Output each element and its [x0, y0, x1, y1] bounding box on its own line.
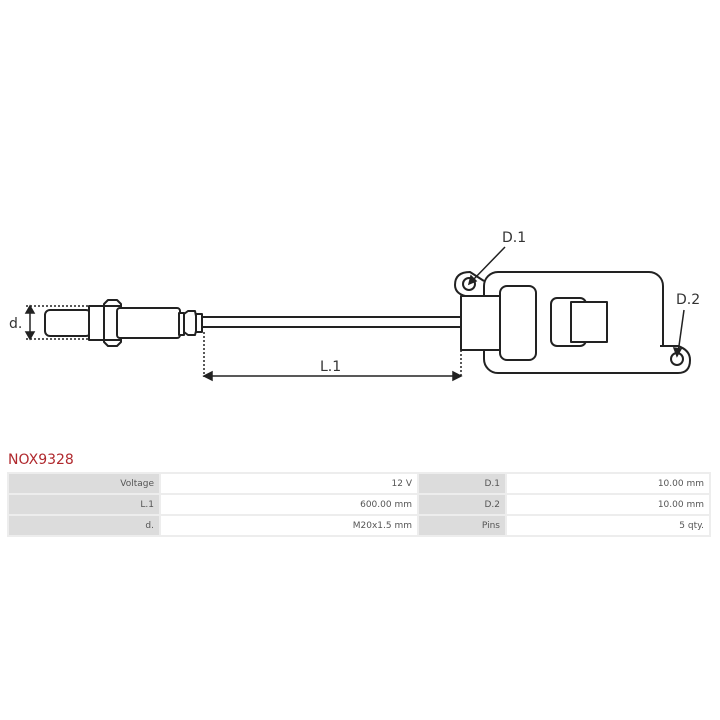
dimension-label-d1: D.1 — [502, 230, 526, 246]
part-number-title: NOX9328 — [8, 452, 74, 468]
spec-label: Pins — [419, 516, 505, 535]
spec-label: Voltage — [9, 474, 159, 493]
spec-value: 600.00 mm — [161, 495, 417, 514]
dimension-label-d: d. — [9, 316, 22, 332]
spec-value: 5 qty. — [507, 516, 709, 535]
spec-label: D.1 — [419, 474, 505, 493]
table-row: Voltage 12 V D.1 10.00 mm — [9, 474, 709, 493]
table-row: L.1 600.00 mm D.2 10.00 mm — [9, 495, 709, 514]
spec-value: M20x1.5 mm — [161, 516, 417, 535]
spec-value: 10.00 mm — [507, 495, 709, 514]
spec-label: d. — [9, 516, 159, 535]
spec-value: 10.00 mm — [507, 474, 709, 493]
nox-sensor-diagram: d. L.1 D.1 D.2 — [9, 230, 700, 382]
probe-collar — [88, 305, 105, 341]
probe-body — [116, 307, 181, 339]
module-window-1 — [499, 285, 537, 361]
table-row: d. M20x1.5 mm Pins 5 qty. — [9, 516, 709, 535]
spec-label: D.2 — [419, 495, 505, 514]
spec-value: 12 V — [161, 474, 417, 493]
connector-block — [460, 295, 502, 351]
spec-label: L.1 — [9, 495, 159, 514]
dimension-label-l1: L.1 — [320, 359, 341, 375]
dimension-label-d2: D.2 — [676, 292, 700, 308]
probe-tip — [44, 309, 92, 337]
specifications-table: Voltage 12 V D.1 10.00 mm L.1 600.00 mm … — [7, 472, 711, 537]
